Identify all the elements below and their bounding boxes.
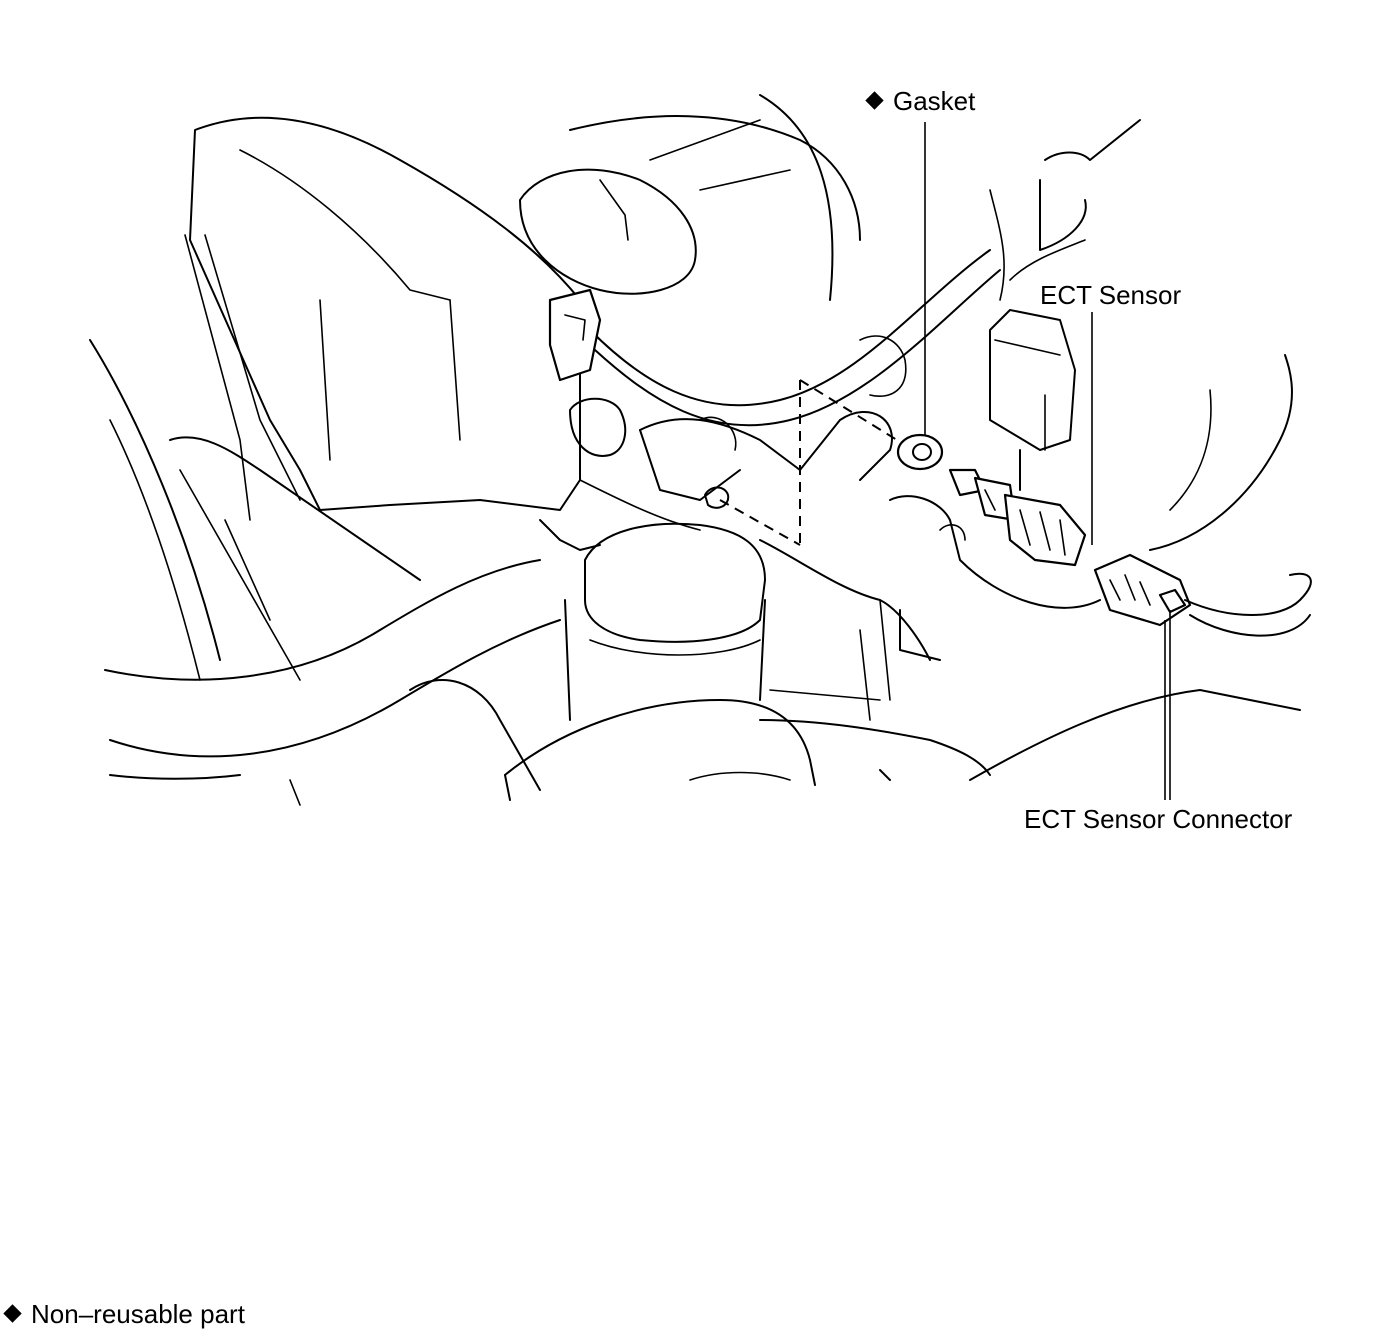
diamond-icon (3, 1304, 22, 1323)
gasket-label: Gasket (865, 86, 976, 116)
lower-hose (104, 559, 561, 806)
legend: Non–reusable part (3, 1299, 245, 1329)
reservoir-cylinder (564, 522, 766, 721)
ect-sensor-connector-part (1093, 553, 1312, 637)
engine-block-outline (89, 116, 581, 681)
ect-sensor-part (948, 468, 1087, 567)
gasket-label-text: Gasket (893, 86, 976, 116)
water-outlet-housing (539, 335, 907, 551)
upper-hose (548, 249, 1001, 427)
ect-sensor-label: ECT Sensor (1040, 280, 1182, 310)
leader-lines (924, 122, 1171, 800)
diamond-icon (865, 91, 884, 110)
lower-engine-block (409, 495, 1301, 801)
intake-manifold-outline (519, 94, 1141, 301)
gasket-part (896, 433, 944, 471)
install-guide-lines (719, 379, 906, 546)
legend-text: Non–reusable part (31, 1299, 245, 1329)
right-bracket (989, 309, 1293, 551)
ect-sensor-connector-label: ECT Sensor Connector (1024, 804, 1293, 834)
